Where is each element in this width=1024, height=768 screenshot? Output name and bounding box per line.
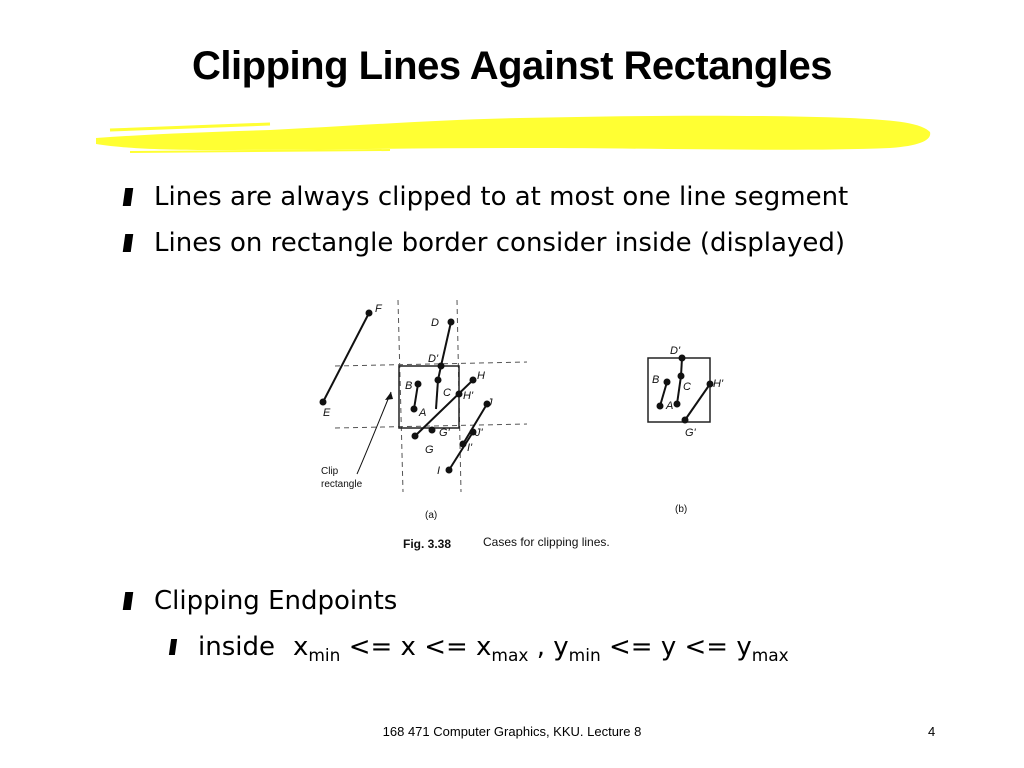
bullet-1: Lines are always clipped to at most one …: [122, 182, 849, 212]
bullet-square-icon: [122, 592, 134, 610]
label-b-G-prime: G': [685, 427, 697, 439]
footer-text: 168 471 Computer Graphics, KKU. Lecture …: [382, 724, 642, 739]
label-b-A: A: [665, 400, 673, 412]
label-b-B: B: [652, 374, 659, 386]
bullet-square-icon: [122, 234, 134, 252]
clipping-figure: F E D D' B A C H H' J G G' J' I' I Clip …: [319, 299, 724, 551]
slide-title: Clipping Lines Against Rectangles: [192, 44, 832, 88]
label-C: C: [443, 387, 451, 399]
panel-a-label: (a): [425, 510, 437, 521]
label-b-D-prime: D': [670, 345, 681, 357]
label-E: E: [323, 407, 331, 419]
label-b-C: C: [683, 381, 691, 393]
bullet-square-icon: [122, 188, 134, 206]
page-number: 4: [928, 724, 936, 739]
sub-bullet-inside: inside xmin <= x <= xmax , ymin <= y <= …: [168, 632, 789, 666]
sub-bullet-label: inside: [198, 632, 275, 662]
figure-caption-label: Fig. 3.38: [403, 537, 451, 551]
label-H-prime: H': [463, 390, 474, 402]
label-D-prime: D': [428, 353, 439, 365]
label-B: B: [405, 380, 412, 392]
sub-bullet-bar-icon: [168, 639, 178, 655]
label-A: A: [418, 407, 426, 419]
bullet-2-text: Lines on rectangle border consider insid…: [154, 228, 845, 258]
label-D: D: [431, 317, 439, 329]
clip-label-line1: Clip: [321, 466, 339, 477]
bullet-2: Lines on rectangle border consider insid…: [122, 228, 845, 258]
panel-b-label: (b): [675, 504, 687, 515]
label-H: H: [477, 370, 485, 382]
clip-label-line2: rectangle: [321, 479, 363, 490]
bullet-1-text: Lines are always clipped to at most one …: [154, 182, 849, 212]
bullet-3-text: Clipping Endpoints: [154, 586, 398, 616]
label-G: G: [425, 444, 434, 456]
label-J: J: [486, 397, 493, 409]
bullet-3: Clipping Endpoints: [122, 586, 398, 616]
label-I: I: [437, 465, 440, 477]
formula: xmin <= x <= xmax , ymin <= y <= ymax: [292, 632, 789, 666]
label-b-H-prime: H': [713, 378, 724, 390]
yellow-highlight-stroke: [96, 115, 931, 153]
label-J-prime: J': [474, 427, 484, 439]
figure-caption-text: Cases for clipping lines.: [483, 535, 610, 549]
label-F: F: [375, 303, 383, 315]
label-G-prime: G': [439, 427, 451, 439]
label-I-prime: I': [467, 442, 473, 454]
